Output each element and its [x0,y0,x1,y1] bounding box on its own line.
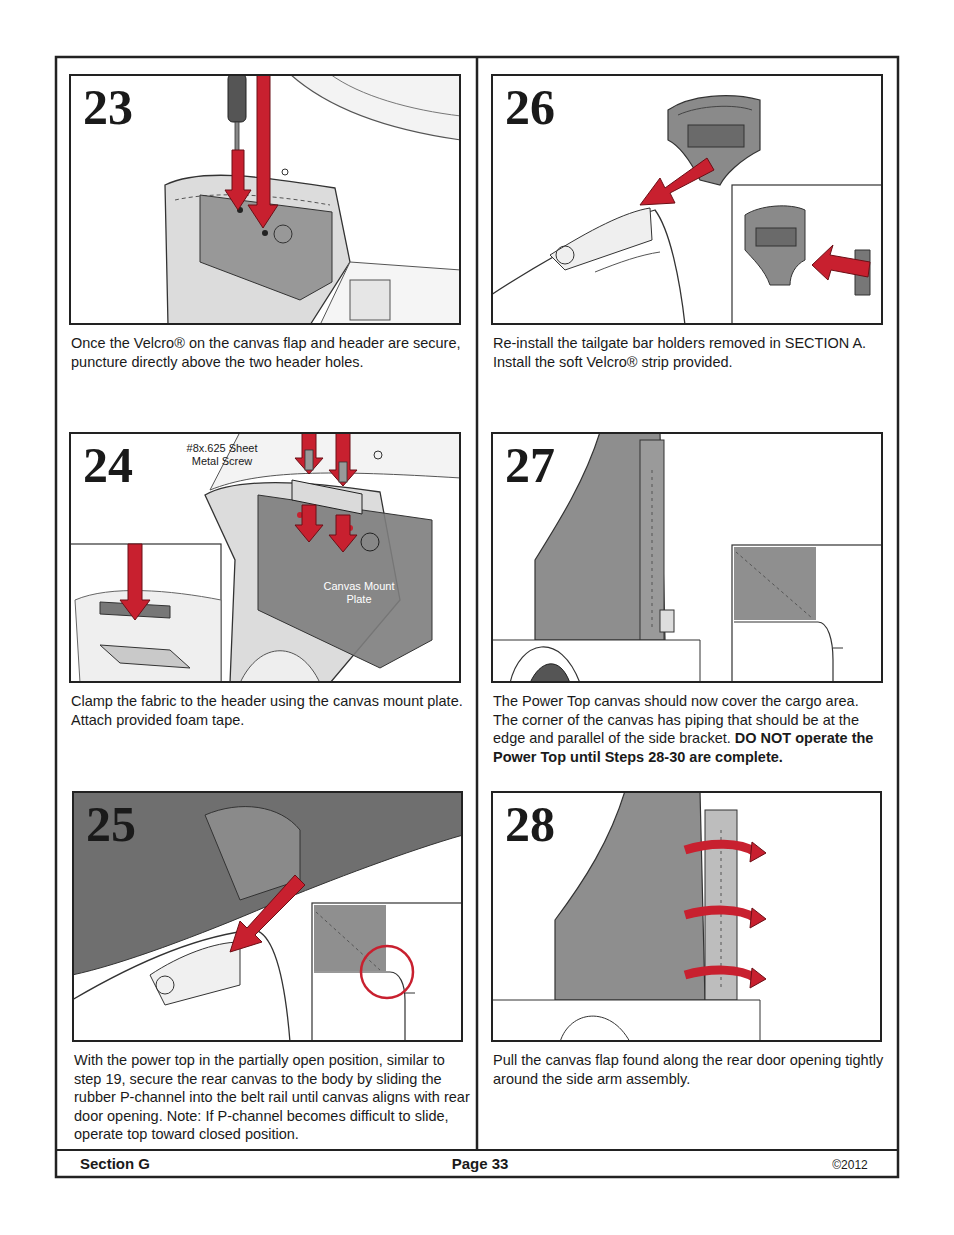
step-caption: Once the Velcro® on the canvas flap and … [71,334,467,371]
step-caption: With the power top in the partially open… [74,1051,470,1144]
instruction-text: Re-install the tailgate bar holders remo… [493,335,866,370]
copyright: ©2012 [815,1158,885,1172]
step-caption: Clamp the fabric to the header using the… [71,692,467,729]
step-panel: 23Once the Velcro® on the canvas flap an… [69,74,461,325]
step-number: 26 [505,82,555,132]
step-caption: Re-install the tailgate bar holders remo… [493,334,885,371]
step-number: 25 [86,799,136,849]
step-panel: 24Clamp the fabric to the header using t… [69,432,461,683]
step-number: 28 [505,799,555,849]
part-label: #8x.625 Sheet Metal Screw [172,442,272,468]
step-caption: The Power Top canvas should now cover th… [493,692,885,766]
instruction-text: With the power top in the partially open… [74,1052,470,1142]
step-panel: 25With the power top in the partially op… [72,791,463,1042]
part-label: Canvas Mount Plate [312,580,406,606]
step-panel: 27The Power Top canvas should now cover … [491,432,883,683]
step-number: 24 [83,440,133,490]
instruction-text: Pull the canvas flap found along the rea… [493,1052,883,1087]
step-panel: 26Re-install the tailgate bar holders re… [491,74,883,325]
page-number: Page 33 [420,1155,540,1173]
step-caption: Pull the canvas flap found along the rea… [493,1051,885,1088]
instruction-text: Clamp the fabric to the header using the… [71,693,463,728]
step-panel: 28Pull the canvas flap found along the r… [491,791,882,1042]
instruction-text: Once the Velcro® on the canvas flap and … [71,335,461,370]
step-number: 23 [83,82,133,132]
section-label: Section G [80,1155,230,1173]
step-number: 27 [505,440,555,490]
